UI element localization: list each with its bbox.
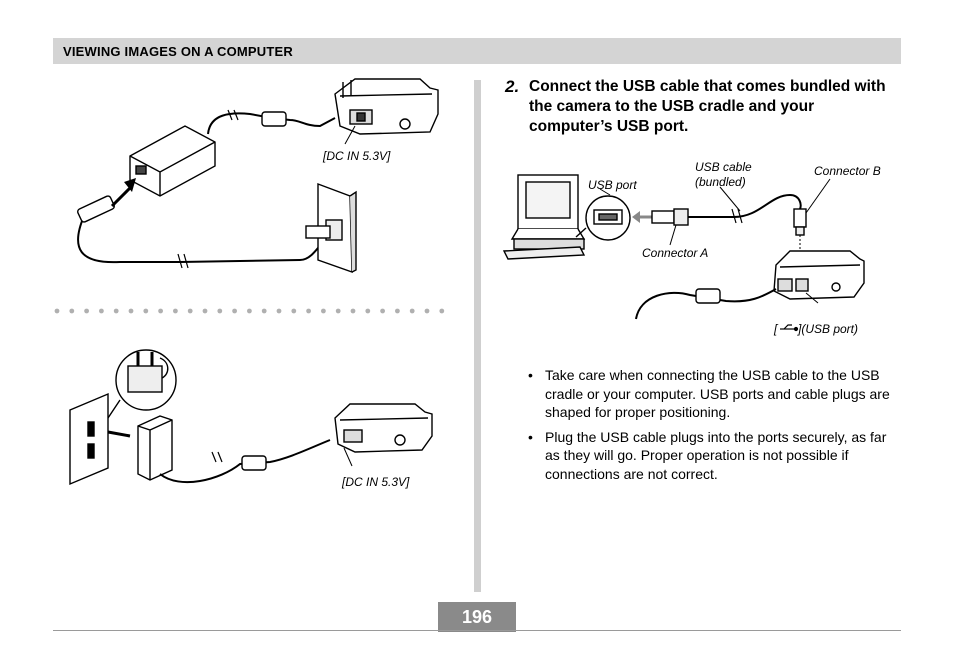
separator-dot	[54, 308, 60, 314]
dc-in-label-bottom: [DC IN 5.3V]	[341, 475, 410, 489]
compact-adaptor	[137, 415, 173, 481]
dc-in-label-top: [DC IN 5.3V]	[322, 149, 391, 163]
plug-zoom	[107, 349, 177, 419]
usb-cable-label-line2: (bundled)	[695, 175, 746, 189]
connector-a	[651, 208, 689, 226]
usb-cable	[688, 193, 802, 218]
usb-cable-label-line1: USB cable	[695, 160, 752, 174]
separator-dot	[113, 308, 119, 314]
separator-dot	[365, 308, 371, 314]
section-title: VIEWING IMAGES ON A COMPUTER	[63, 44, 293, 59]
wall-plug-illustration: [DC IN 5.3V]	[69, 349, 433, 489]
separator-dot	[69, 308, 75, 314]
page-number-box: 196	[438, 602, 516, 632]
separator-dot	[202, 308, 208, 314]
dc-cable-usb	[635, 288, 777, 320]
bullet-icon: •	[528, 367, 533, 383]
separator-dot	[143, 308, 149, 314]
list-item: • Plug the USB cable plugs into the port…	[527, 428, 902, 484]
page-number: 196	[461, 607, 493, 627]
separator-dot	[261, 308, 267, 314]
footer-rule	[53, 630, 901, 631]
connector-b	[793, 208, 807, 236]
bullet-icon: •	[528, 428, 533, 445]
separator-dot	[395, 308, 400, 314]
cradle-image-bottom	[334, 403, 433, 453]
ac-adaptor-image	[129, 125, 216, 197]
list-item-text: Take care when connecting the USB cable …	[545, 367, 890, 420]
separator-dot	[158, 308, 163, 314]
usb-port-icon-label-close: ](USB port)	[797, 322, 858, 336]
caution-list: • Take care when connecting the USB cabl…	[527, 366, 902, 489]
usb-port-icon-label-open: [	[773, 322, 779, 336]
usb-symbol-icon	[780, 324, 799, 332]
separator-dot	[439, 308, 445, 314]
wall-outlet	[305, 182, 357, 273]
usb-port-zoom	[575, 195, 631, 241]
separator-dot	[276, 308, 282, 314]
ac-adaptor-illustration: [DC IN 5.3V]	[77, 78, 439, 273]
dotted-separator	[54, 308, 445, 314]
ac-cord	[77, 215, 329, 264]
dc-cable-bottom	[159, 439, 331, 483]
separator-dot	[409, 308, 415, 314]
list-item-text: Plug the USB cable plugs into the ports …	[545, 428, 887, 482]
usb-connection-diagram: USB port USB cable (bundled) Connector B…	[502, 160, 881, 336]
separator-dot	[306, 308, 311, 314]
separator-dot	[99, 308, 104, 314]
separator-dot	[173, 308, 178, 314]
separator-dot	[187, 308, 193, 314]
separator-dot	[321, 308, 326, 314]
usb-port-label: USB port	[588, 178, 637, 192]
separator-dot	[232, 308, 238, 314]
separator-dot	[335, 308, 341, 314]
separator-dot	[84, 308, 89, 314]
separator-dot	[424, 308, 430, 314]
step-instruction: Connect the USB cable that comes bundled…	[529, 78, 886, 135]
wall-plate	[69, 392, 109, 486]
step-number: 2.	[505, 77, 520, 96]
connector-a-label: Connector A	[642, 246, 708, 260]
separator-dot	[291, 308, 297, 314]
column-divider	[474, 80, 481, 592]
separator-dot	[217, 308, 223, 314]
separator-dot	[380, 308, 385, 314]
cradle-image-usb	[773, 250, 865, 300]
section-header-bar: VIEWING IMAGES ON A COMPUTER	[53, 38, 901, 64]
separator-dot	[247, 308, 252, 314]
connector-b-label: Connector B	[814, 164, 881, 178]
list-item: • Take care when connecting the USB cabl…	[527, 366, 902, 422]
computer-image	[502, 174, 586, 260]
cradle-image-top	[334, 78, 439, 135]
separator-dot	[350, 308, 356, 314]
separator-dot	[128, 308, 134, 314]
